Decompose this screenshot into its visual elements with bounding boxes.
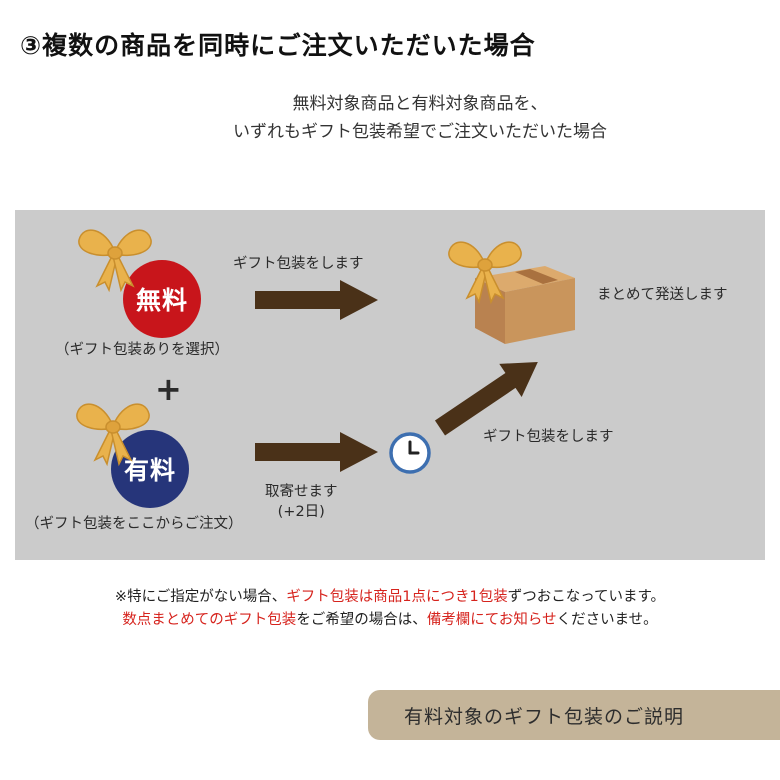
note-line-2: 数点まとめてのギフト包装をご希望の場合は、備考欄にてお知らせくださいませ。 — [0, 609, 780, 632]
note-line2-c: 備考欄にてお知らせ — [426, 612, 557, 628]
paid-caption: （ギフト包装をここからご注文） — [25, 516, 243, 532]
paid-badge: 有料 — [111, 430, 189, 508]
subtitle: 無料対象商品と有料対象商品を、 いずれもギフト包装希望でご注文いただいた場合 — [0, 90, 780, 146]
arrow1-label: ギフト包装をします — [233, 256, 364, 272]
ribbon-bow-icon — [78, 229, 152, 293]
cardboard-box-icon — [475, 266, 575, 344]
ribbon-bow-icon — [448, 241, 522, 305]
subtitle-line-2: いずれもギフト包装希望でご注文いただいた場合 — [233, 122, 607, 142]
free-badge: 無料 — [123, 260, 201, 338]
arrow-right-icon — [255, 280, 378, 320]
note-line1-b: ギフト包装は商品1点につき1包装 — [286, 589, 508, 605]
paid-gift-wrap-explanation-tab[interactable]: 有料対象のギフト包装のご説明 — [368, 690, 780, 740]
note-line-1: ※特にご指定がない場合、ギフト包装は商品1点につき1包装ずつおこなっています。 — [0, 586, 780, 609]
arrow2-label: 取寄せます (+2日) — [265, 482, 338, 522]
note-line1-c: ずつおこなっています。 — [507, 589, 666, 605]
arrow2-label-line1: 取寄せます — [265, 484, 338, 500]
clock-icon — [389, 432, 431, 474]
note-line2-a: 数点まとめてのギフト包装 — [122, 612, 297, 628]
ship-label: まとめて発送します — [597, 287, 728, 303]
free-caption: （ギフト包装ありを選択） — [55, 342, 229, 358]
arrow2-label-line2: (+2日) — [277, 504, 325, 520]
flow-diagram-panel: 無料 （ギフト包装ありを選択） + 有料 （ギフト包装をここからご注文） ギフト… — [15, 210, 765, 560]
note-line2-d: くださいませ。 — [556, 612, 658, 628]
note: ※特にご指定がない場合、ギフト包装は商品1点につき1包装ずつおこなっています。 … — [0, 586, 780, 632]
plus-sign: + — [155, 370, 182, 408]
subtitle-line-1: 無料対象商品と有料対象商品を、 — [292, 94, 548, 114]
note-line2-b: をご希望の場合は、 — [296, 612, 427, 628]
arrow3-label: ギフト包装をします — [483, 429, 614, 445]
arrow-right-icon — [434, 362, 538, 436]
ribbon-bow-icon — [76, 403, 150, 467]
note-line1-a: ※特にご指定がない場合、 — [114, 589, 287, 605]
page-title: ③複数の商品を同時にご注文いただいた場合 — [20, 31, 536, 60]
arrow-right-icon — [255, 432, 378, 472]
